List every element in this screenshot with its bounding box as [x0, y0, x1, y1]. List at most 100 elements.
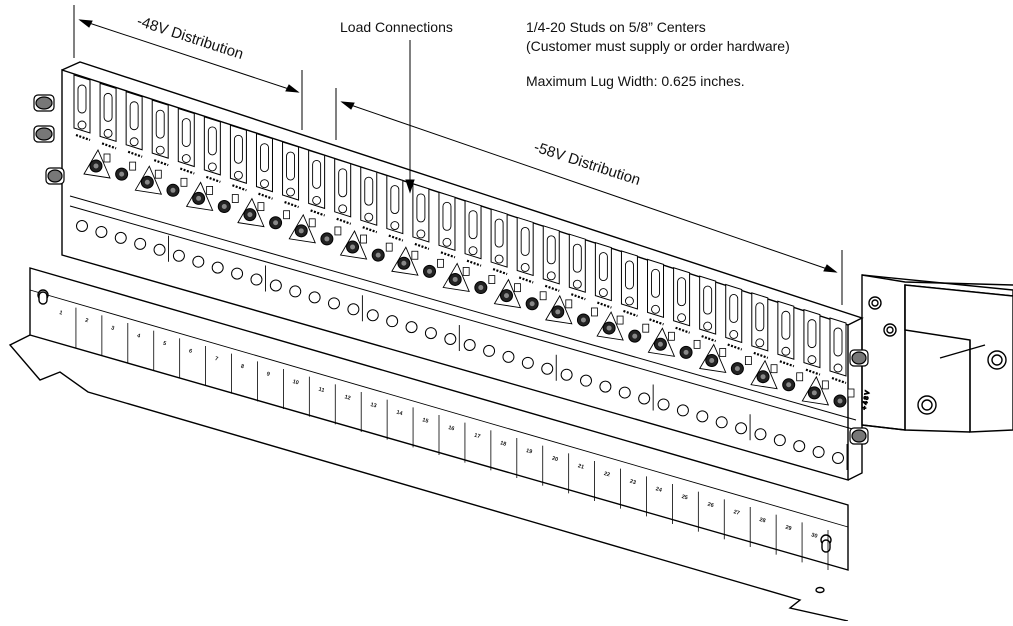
position-number: 10 [292, 379, 300, 386]
position-number: 7 [214, 356, 219, 363]
lug-stud [833, 388, 855, 408]
position-cells: 1234567891011121314151617181920212223242… [58, 307, 829, 570]
terminal-hole [250, 265, 266, 292]
fuse-holder [73, 74, 91, 142]
fuse-holder [516, 216, 534, 284]
terminal-hole [269, 279, 282, 292]
terminal-hole [444, 325, 460, 352]
lug-stud [371, 242, 393, 262]
fuse-holder [438, 191, 456, 259]
position-number: 4 [136, 333, 141, 340]
position-number: 21 [577, 463, 585, 470]
lug-stud [134, 165, 163, 195]
position-number: 9 [266, 371, 271, 378]
position-number: 6 [188, 348, 193, 355]
left-mounting-nuts [33, 94, 65, 185]
position-number: 2 [84, 318, 89, 325]
terminal-hole [172, 249, 185, 262]
terminal-hole [715, 416, 728, 429]
terminal-hole [114, 231, 127, 244]
terminal-hole [657, 398, 670, 411]
fuse-holder [829, 317, 847, 385]
fuse-holder [568, 233, 586, 301]
lug-stud [801, 375, 830, 406]
fuse-holder [255, 132, 273, 200]
terminal-hole [328, 297, 340, 310]
terminal-hole [95, 225, 108, 238]
terminal-hole [560, 368, 573, 381]
terminal-hole-row [76, 220, 848, 470]
position-number: 22 [603, 471, 611, 478]
lug-row [83, 149, 855, 408]
fuse-holder [490, 208, 508, 276]
fuse-holder [99, 82, 117, 150]
fuse-holder [751, 292, 769, 359]
position-number: 19 [525, 448, 533, 455]
fuse-holder [647, 258, 665, 326]
terminal-hole [676, 404, 689, 417]
position-number: 27 [733, 509, 741, 516]
terminal-hole [773, 434, 786, 447]
position-number: 3 [110, 325, 115, 332]
position-number: 24 [655, 486, 663, 494]
lug-stud [576, 307, 598, 327]
lug-stud [596, 311, 624, 341]
lug-stud [628, 323, 650, 343]
terminal-hole [134, 237, 147, 250]
lug-stud [647, 327, 676, 357]
terminal-hole [483, 344, 496, 357]
position-number: 25 [681, 494, 689, 501]
hardware-note-label: (Customer must supply or order hardware) [526, 38, 790, 54]
fuse-holder [151, 99, 169, 167]
position-number: 5 [162, 341, 167, 348]
fuse-holder [360, 166, 378, 234]
lug-stud [545, 294, 573, 325]
lug-stud [474, 275, 496, 295]
lug-stud [782, 372, 804, 392]
fuse-holder [777, 300, 795, 368]
position-number: 23 [629, 479, 637, 486]
terminal-hole [832, 444, 848, 470]
terminal-hole [76, 220, 88, 232]
lug-stud [269, 210, 290, 230]
terminal-hole [308, 291, 321, 304]
fuse-holder [620, 250, 638, 318]
fuse-holder [229, 124, 247, 192]
lug-stud [320, 226, 342, 246]
position-number: 20 [551, 456, 559, 463]
terminal-hole [424, 327, 437, 340]
terminal-hole [289, 285, 302, 298]
lug-stud [391, 246, 419, 276]
lug-stud [525, 291, 547, 311]
fuse-holder [725, 283, 743, 351]
fuse-holder [282, 141, 300, 209]
terminal-hole [696, 410, 709, 423]
lug-stud [288, 213, 316, 244]
lug-width-label: Maximum Lug Width: 0.625 inches. [526, 73, 745, 89]
terminal-hole [502, 350, 515, 363]
terminal-hole [735, 414, 751, 441]
terminal-hole [638, 384, 654, 411]
terminal-hole [211, 261, 224, 274]
position-number: 30 [810, 532, 818, 539]
lug-stud [750, 359, 778, 390]
terminal-hole [347, 295, 363, 322]
position-number: 17 [473, 433, 481, 440]
fuse-holder [412, 183, 430, 250]
fuse-holder-row [73, 74, 847, 385]
position-number: 18 [499, 440, 507, 447]
fuse-holder [177, 107, 195, 175]
position-number: 28 [759, 517, 767, 524]
position-number: 16 [447, 425, 455, 432]
lug-stud [339, 230, 368, 260]
fuse-holder [386, 174, 404, 242]
lug-stud [423, 258, 444, 278]
lug-stud [679, 339, 701, 359]
fuse-holder [673, 267, 691, 334]
fuse-holder [334, 158, 352, 225]
terminal-hole [192, 255, 205, 268]
lug-stud [730, 356, 752, 376]
fuse-holder [308, 149, 326, 217]
